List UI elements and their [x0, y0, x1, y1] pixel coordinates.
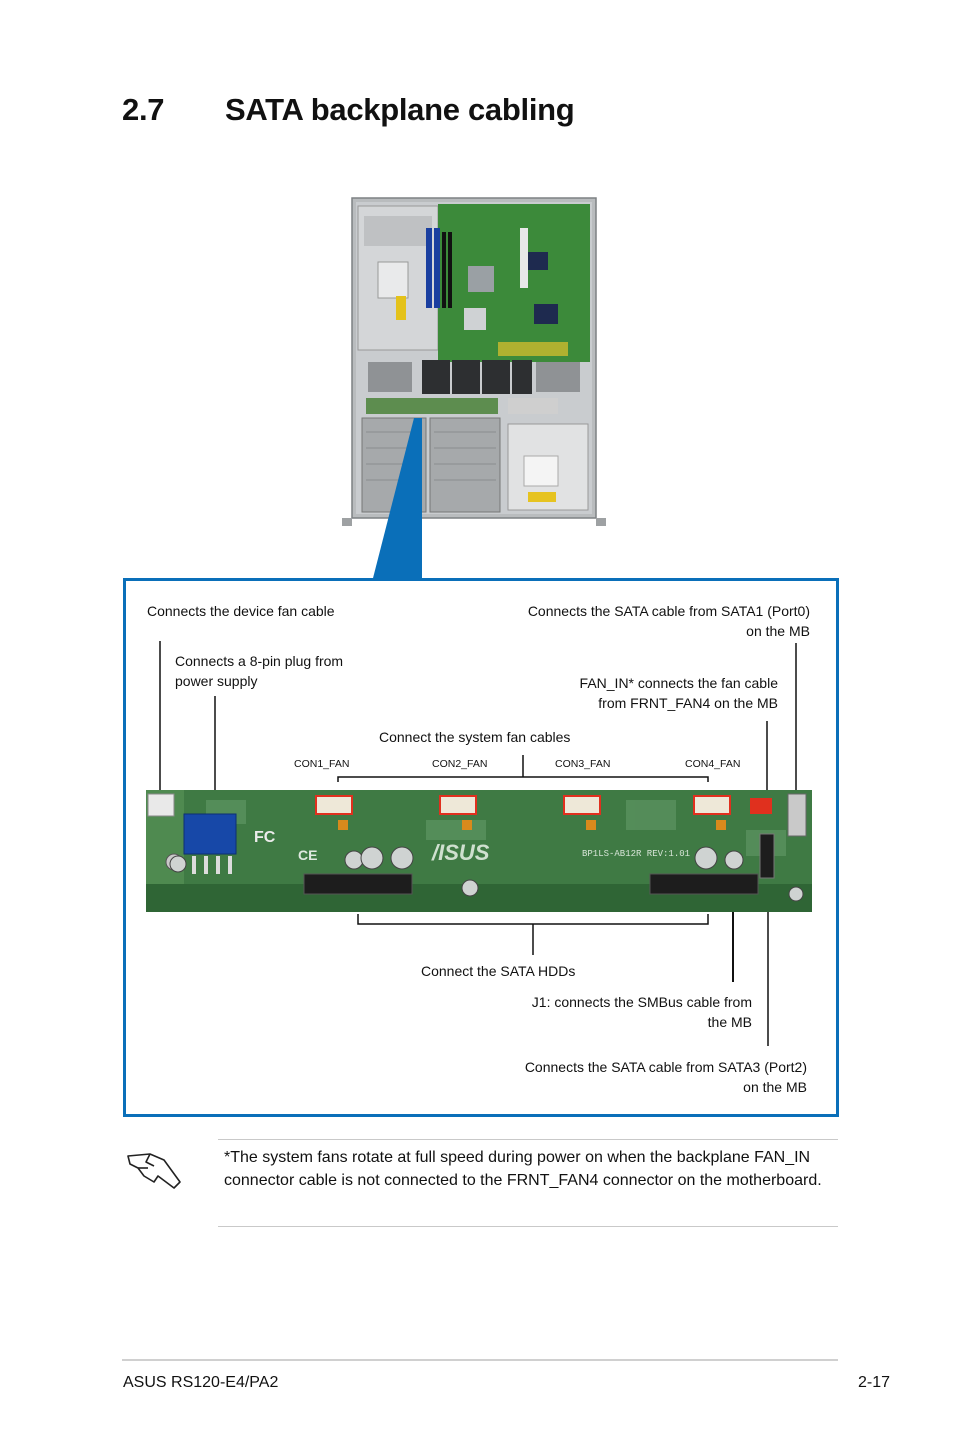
callout-j1-line2: the MB — [707, 1014, 752, 1030]
callout-fan-in: FAN_IN* connects the fan cable from FRNT… — [460, 673, 778, 713]
callout-power-line2: power supply — [175, 673, 258, 689]
callout-sata1: Connects the SATA cable from SATA1 (Port… — [480, 601, 810, 641]
callout-sata3-line1: Connects the SATA cable from SATA3 (Port… — [524, 1059, 807, 1075]
hand-note-icon — [127, 1153, 181, 1189]
callout-sata1-line1: Connects the SATA cable from SATA1 (Port… — [527, 603, 810, 619]
section-number: 2.7 — [122, 92, 165, 127]
note-box — [218, 1139, 838, 1227]
asus-logo: /ISUS — [431, 840, 490, 865]
callout-j1-line1: J1: connects the SMBus cable from — [531, 994, 752, 1010]
callout-j1: J1: connects the SMBus cable from the MB — [430, 992, 752, 1032]
callout-system-fans: Connect the system fan cables — [379, 729, 571, 745]
callout-sata1-line2: on the MB — [746, 623, 810, 639]
ce-mark: CE — [298, 847, 317, 863]
footer-page-number: 2-17 — [857, 1374, 890, 1391]
label-con1-fan: CON1_FAN — [294, 758, 350, 770]
board-revision: BP1LS-AB12R REV:1.01 — [582, 849, 690, 859]
label-con3-fan: CON3_FAN — [555, 758, 611, 770]
callout-fan-in-line1: FAN_IN* connects the fan cable — [579, 675, 778, 691]
sata-backplane-board: FC CE /ISUS BP1LS-AB12R REV:1.01 — [146, 790, 812, 912]
footer-product: ASUS RS120-E4/PA2 — [123, 1374, 279, 1391]
section-heading: SATA backplane cabling — [225, 92, 575, 127]
callout-fan-in-line2: from FRNT_FAN4 on the MB — [598, 695, 778, 711]
label-con4-fan: CON4_FAN — [685, 758, 741, 770]
callout-sata3: Connects the SATA cable from SATA3 (Port… — [440, 1057, 807, 1097]
callout-sata-hdds: Connect the SATA HDDs — [421, 963, 576, 979]
callout-power-line1: Connects a 8-pin plug from — [175, 653, 344, 669]
callout-power: Connects a 8-pin plug from power supply — [175, 651, 343, 691]
note-text: *The system fans rotate at full speed du… — [224, 1149, 822, 1189]
label-con2-fan: CON2_FAN — [432, 758, 488, 770]
server-top-view-illustration — [342, 197, 606, 526]
callout-device-fan: Connects the device fan cable — [147, 603, 335, 619]
footer-rule — [122, 1359, 838, 1361]
callout-sata3-line2: on the MB — [743, 1079, 807, 1095]
section-title: 2.7 SATA backplane cabling — [122, 92, 575, 128]
zoom-pointer — [372, 418, 422, 582]
fc-mark: FC — [254, 829, 276, 846]
